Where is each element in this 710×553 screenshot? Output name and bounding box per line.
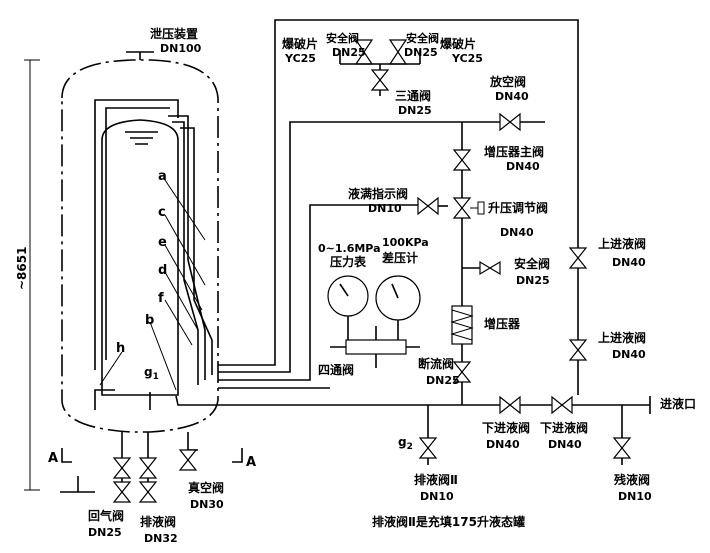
booster-main-label: 增压器主阀 xyxy=(484,144,544,159)
pipe-letter-b: b xyxy=(145,313,154,328)
three-way-dn: DN25 xyxy=(398,104,432,117)
residual-label: 残液阀 xyxy=(614,472,650,487)
pipe-letter-a: a xyxy=(158,169,167,184)
upper-inlet-valve-1[interactable] xyxy=(568,247,588,269)
pipe-letter-leaders xyxy=(99,179,206,391)
four-way-valve[interactable] xyxy=(330,326,420,368)
upper-inlet-1-dn: DN40 xyxy=(612,256,646,269)
full-indicator-valve[interactable] xyxy=(417,196,448,216)
vent-valve[interactable] xyxy=(499,112,521,132)
three-way-label: 三通阀 xyxy=(395,88,431,103)
burst-disc-2-code: YC25 xyxy=(451,52,483,65)
booster-main-dn: DN40 xyxy=(506,160,540,173)
tank-outer-shell xyxy=(61,59,219,433)
pressure-gauge xyxy=(327,275,369,340)
return-gas-valve[interactable] xyxy=(112,457,132,503)
vent-dn: DN40 xyxy=(495,90,529,103)
vent-label: 放空阀 xyxy=(489,74,526,89)
height-dimension xyxy=(24,59,40,491)
relief-device-dn: DN100 xyxy=(160,42,202,55)
section-a-right: A xyxy=(246,455,256,470)
residual-valve[interactable] xyxy=(612,405,632,465)
pipe-letter-d: d xyxy=(158,263,167,278)
drain-valve[interactable] xyxy=(138,457,158,503)
vacuum-valve[interactable] xyxy=(178,449,198,471)
pipe-letter-f: f xyxy=(158,291,164,306)
safety-valve-3-label: 安全阀 xyxy=(514,256,550,271)
diagram-labels: 泄压装置 DN100 爆破片 YC25 安全阀 DN25 安全阀 DN25 爆破… xyxy=(15,26,696,545)
dp-label: 差压计 xyxy=(381,250,418,265)
vacuum-dn: DN30 xyxy=(190,498,224,511)
lower-inlet-2-label: 下进液阀 xyxy=(540,420,588,435)
boost-reg-dn: DN40 xyxy=(500,226,534,239)
vacuum-label: 真空阀 xyxy=(188,480,224,495)
relief-device-cap xyxy=(126,51,154,60)
upper-inlet-valve-2[interactable] xyxy=(568,339,588,361)
shutoff-valve[interactable] xyxy=(452,361,472,383)
shutoff-label: 断流阀 xyxy=(418,356,454,371)
lower-inlet-valve-2[interactable] xyxy=(551,395,573,415)
lower-inlet-1-dn: DN40 xyxy=(486,438,520,451)
tank-inner-vessel xyxy=(101,119,179,396)
return-gas-label: 回气阀 xyxy=(88,508,124,523)
booster-coil xyxy=(450,305,474,345)
lower-inlet-1-label: 下进液阀 xyxy=(482,420,530,435)
full-indicator-label: 液满指示阀 xyxy=(348,186,408,201)
return-gas-dn: DN25 xyxy=(88,526,122,539)
drain-label: 排液阀 xyxy=(140,514,176,529)
four-way-label: 四通阀 xyxy=(318,362,354,377)
dp-range: 100KPa xyxy=(382,236,429,249)
drain-dn: DN32 xyxy=(144,532,178,545)
inlet-label: 进液口 xyxy=(660,396,696,411)
booster-label: 增压器 xyxy=(484,316,521,331)
drain-2-label: 排液阀Ⅱ xyxy=(414,472,458,487)
lower-inlet-valve-1[interactable] xyxy=(499,395,521,415)
safety-valve-3-dn: DN25 xyxy=(516,274,550,287)
relief-device-label: 泄压装置 xyxy=(150,26,198,41)
tank-internal-pipes xyxy=(94,99,213,410)
drain-valve-2[interactable] xyxy=(418,405,438,465)
burst-disc-2-label: 爆破片 xyxy=(440,36,476,51)
differential-pressure-gauge xyxy=(375,275,421,340)
safety-valve-2-dn: DN25 xyxy=(404,46,438,59)
g1-label: g1 xyxy=(144,365,159,382)
safety-valve-2-label: 安全阀 xyxy=(406,31,439,45)
pg-range: 0~1.6MPa xyxy=(318,242,381,255)
burst-disc-1-code: YC25 xyxy=(284,52,316,65)
three-way-valve[interactable] xyxy=(370,69,390,91)
drain-2-dn: DN10 xyxy=(420,490,454,503)
upper-inlet-2-dn: DN40 xyxy=(612,348,646,361)
safety-valve-3[interactable] xyxy=(462,260,501,276)
section-marks xyxy=(61,448,243,463)
pipe-letter-c: c xyxy=(158,205,166,220)
tank-outlet-lines xyxy=(175,19,650,406)
footnote: 排液阀Ⅱ是充填175升液态罐 xyxy=(372,514,525,529)
upper-inlet-1-label: 上进液阀 xyxy=(598,236,646,251)
pg-label: 压力表 xyxy=(330,254,367,269)
pipe-letter-e: e xyxy=(158,235,167,250)
lower-inlet-2-dn: DN40 xyxy=(548,438,582,451)
booster-main-valve[interactable] xyxy=(452,149,472,171)
upper-inlet-2-label: 上进液阀 xyxy=(598,330,646,345)
boost-reg-label: 升压调节阀 xyxy=(488,200,548,215)
boost-regulator-valve[interactable] xyxy=(452,197,485,219)
shutoff-dn: DN25 xyxy=(426,374,460,387)
burst-disc-1-label: 爆破片 xyxy=(282,36,318,51)
safety-valve-1-label: 安全阀 xyxy=(326,31,359,45)
section-a-left: A xyxy=(48,451,58,466)
height-label: ~8651 xyxy=(15,247,29,290)
residual-dn: DN10 xyxy=(618,490,652,503)
full-indicator-dn: DN10 xyxy=(368,202,402,215)
pipe-letter-h: h xyxy=(116,341,125,356)
safety-valve-1-dn: DN25 xyxy=(332,46,366,59)
g2-label: g2 xyxy=(398,435,413,452)
